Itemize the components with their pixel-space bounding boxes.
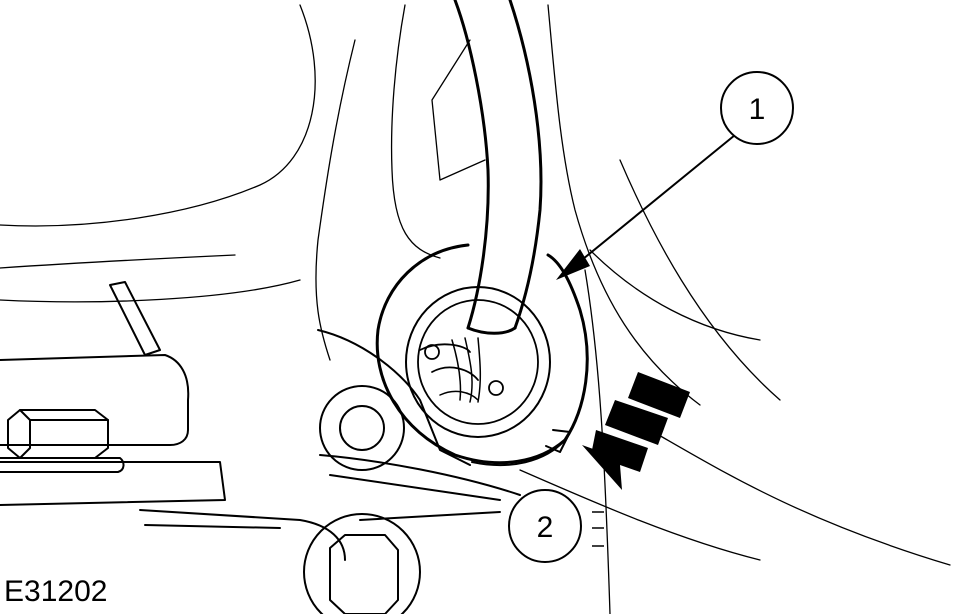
body-panel-lines	[0, 4, 951, 614]
callout-1: 1	[720, 71, 794, 145]
callout-1-number: 1	[749, 93, 766, 126]
mounting-bracket	[0, 281, 521, 561]
figure-id-label: E31202	[4, 575, 108, 608]
lower-nut	[303, 513, 421, 614]
reference-ticks	[592, 511, 604, 547]
hex-bolt	[0, 409, 125, 473]
sensor-connector	[375, 243, 589, 467]
callout-2: 2	[508, 489, 582, 563]
callout-2-number: 2	[537, 511, 554, 544]
callout-1-leader	[571, 134, 736, 269]
bushing	[317, 329, 471, 471]
callout-1-arrowhead	[556, 249, 590, 280]
rotation-arrow	[582, 372, 690, 490]
wiring-harness	[453, 0, 543, 335]
